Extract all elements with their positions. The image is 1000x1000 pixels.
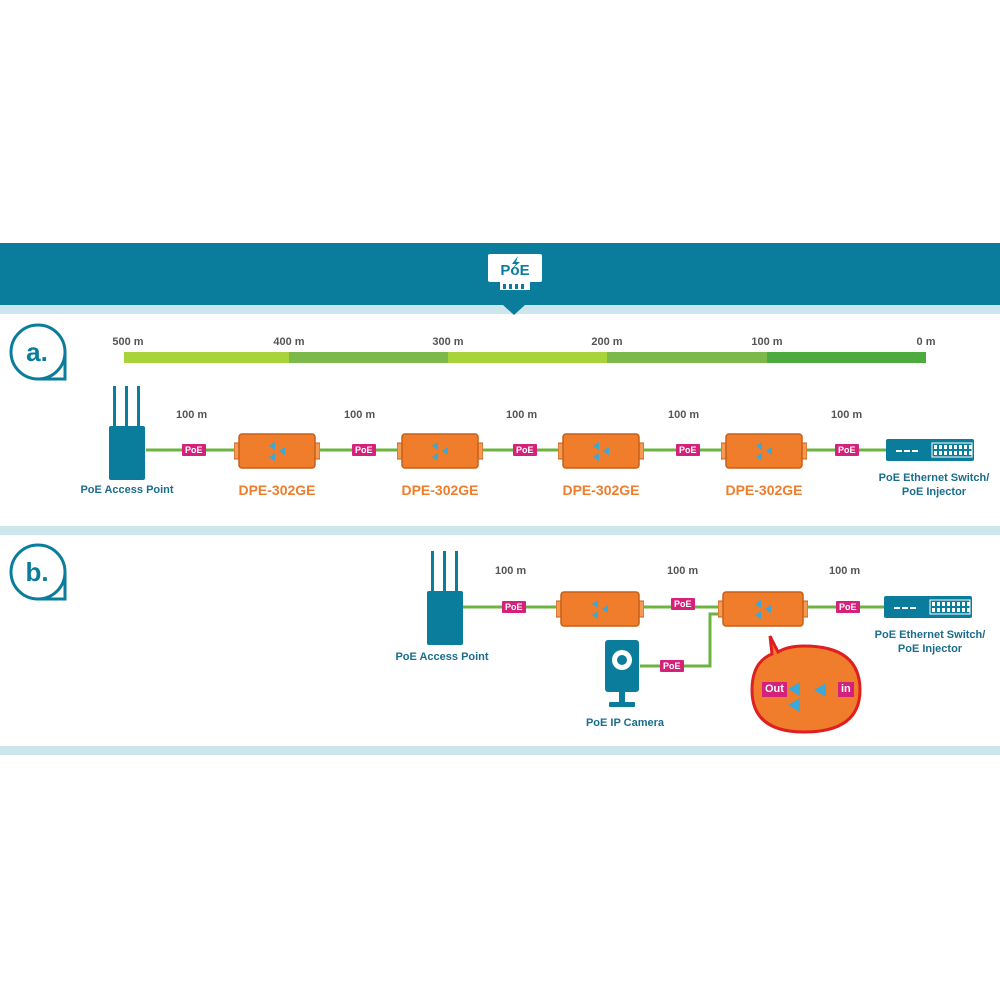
poe-tag: PoE <box>660 660 684 672</box>
distance-label: 100 m <box>344 409 376 421</box>
distance-label: 100 m <box>667 565 699 577</box>
section-divider-bottom <box>0 746 1000 755</box>
scale-label: 400 m <box>273 336 305 348</box>
extender-icon <box>558 433 644 469</box>
extender-icon <box>721 433 807 469</box>
access-point-label-line: PoE Access Point <box>395 651 489 663</box>
scale-segment <box>767 352 926 363</box>
poe-tag: PoE <box>676 444 700 456</box>
zoom-in-label: in <box>838 682 854 697</box>
switch-label-line: PoE Injector <box>897 643 963 655</box>
section-b-badge: b. <box>9 543 67 601</box>
scale-label: 300 m <box>432 336 464 348</box>
extender-model-label: DPE-302GE <box>725 482 803 498</box>
camera-icon <box>605 640 639 707</box>
extender-icon <box>234 433 320 469</box>
extender-model-label: DPE-302GE <box>238 482 316 498</box>
poe-icon: PoE <box>488 254 542 290</box>
scale-segment <box>607 352 767 363</box>
switch-label-line: PoE Ethernet Switch/ <box>878 472 990 484</box>
switch-icon <box>884 596 972 618</box>
switch-label: PoE Ethernet Switch/PoE Injector <box>875 628 986 656</box>
poe-tag: PoE <box>835 444 859 456</box>
poe-tag: PoE <box>502 601 526 613</box>
extender-model-label: DPE-302GE <box>562 482 640 498</box>
section-b-badge-text: b. <box>25 557 48 587</box>
access-point-label: PoE Access Point <box>80 483 173 497</box>
switch-icon <box>886 439 974 461</box>
distance-label: 100 m <box>831 409 863 421</box>
scale-label: 100 m <box>751 336 783 348</box>
switch-label-line: PoE Injector <box>901 486 967 498</box>
scale-label: 0 m <box>916 336 936 348</box>
section-divider-ab <box>0 526 1000 535</box>
distance-label: 100 m <box>668 409 700 421</box>
distance-label: 100 m <box>829 565 861 577</box>
scale-segment <box>448 352 607 363</box>
extender-icon <box>718 591 808 627</box>
cable-b-camera <box>640 612 724 668</box>
scale-segment <box>124 352 289 363</box>
distance-label: 100 m <box>495 565 527 577</box>
access-point-icon <box>427 551 463 645</box>
poe-tag: PoE <box>513 444 537 456</box>
distance-label: 100 m <box>176 409 208 421</box>
section-a-badge: a. <box>9 323 67 381</box>
camera-label: PoE IP Camera <box>586 716 664 730</box>
extender-icon <box>397 433 483 469</box>
section-a-badge-text: a. <box>26 337 48 367</box>
zoom-out-label: Out <box>762 682 787 697</box>
poe-tag: PoE <box>182 444 206 456</box>
scale-label: 500 m <box>112 336 144 348</box>
access-point-icon <box>109 386 145 480</box>
access-point-label: PoE Access Point <box>395 650 488 664</box>
switch-label: PoE Ethernet Switch/PoE Injector <box>879 471 990 499</box>
scale-segment <box>289 352 448 363</box>
scale-label: 200 m <box>591 336 623 348</box>
switch-label-line: PoE Ethernet Switch/ <box>874 629 986 641</box>
extender-model-label: DPE-302GE <box>401 482 479 498</box>
distance-label: 100 m <box>506 409 538 421</box>
poe-tag: PoE <box>671 598 695 610</box>
header-notch <box>503 305 525 315</box>
header-underline <box>0 305 1000 314</box>
poe-tag: PoE <box>352 444 376 456</box>
zoom-callout <box>750 635 862 734</box>
poe-tag: PoE <box>836 601 860 613</box>
extender-icon <box>556 591 644 627</box>
camera-label-line: PoE IP Camera <box>585 717 665 729</box>
access-point-label-line: PoE Access Point <box>80 484 174 496</box>
poe-logo-text: PoE <box>500 262 529 279</box>
